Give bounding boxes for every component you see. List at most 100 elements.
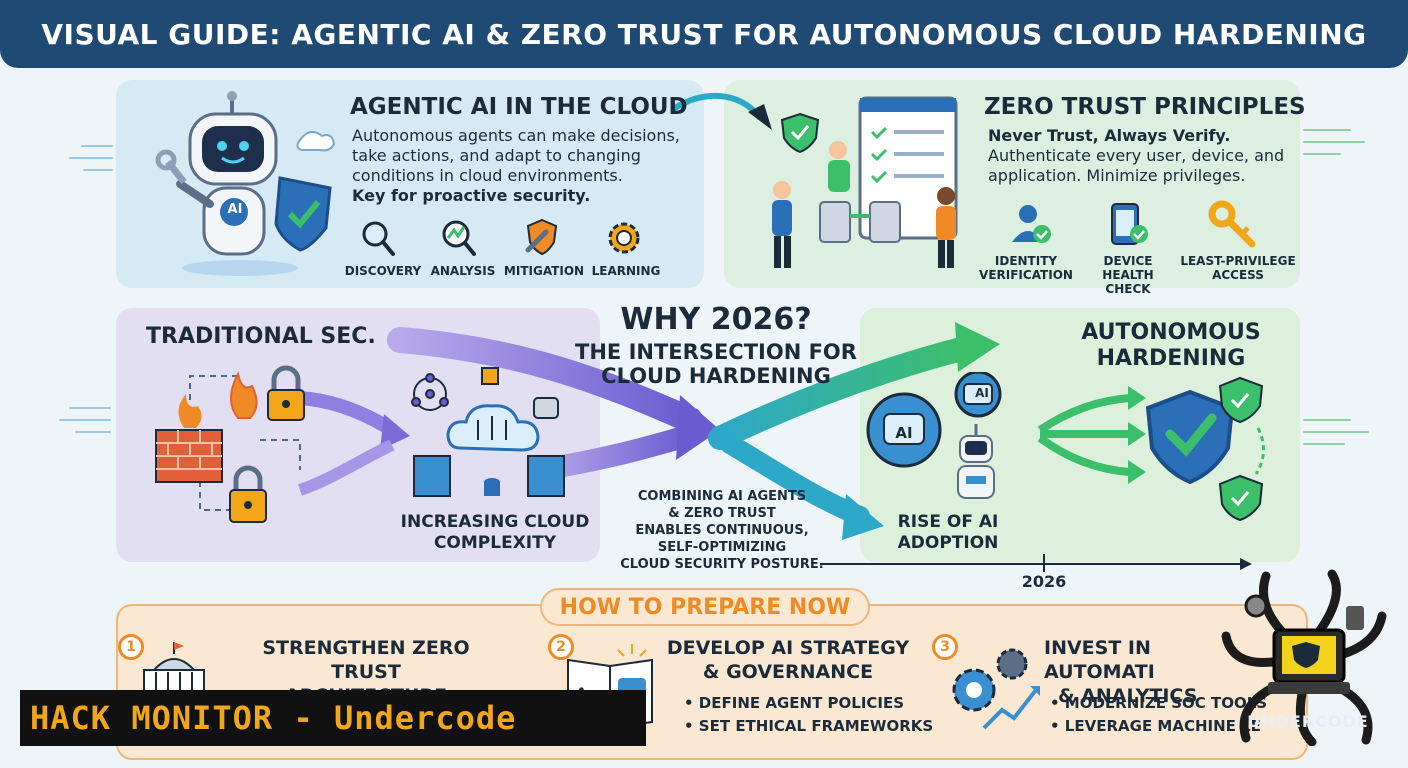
step-2-bullets: • DEFINE AGENT POLICIES • SET ETHICAL FR… (684, 692, 933, 738)
learning-icon (608, 222, 640, 254)
traditional-heading: TRADITIONAL SEC. (146, 324, 376, 349)
shield-icon-top (1218, 376, 1264, 424)
zero-trust-description: Never Trust, Always Verify. Authenticate… (988, 126, 1284, 186)
combine-line-1: COMBINING AI AGENTS (637, 489, 807, 504)
cloud-caption-line-2: COMPLEXITY (433, 533, 557, 553)
zero-trust-heading: ZERO TRUST PRINCIPLES (984, 94, 1306, 120)
flame-icon (230, 371, 258, 419)
combine-statement: COMBINING AI AGENTS & ZERO TRUST ENABLES… (602, 488, 842, 573)
item-least-privilege-access: LEAST-PRIVILEGE ACCESS (1180, 254, 1296, 282)
intersection-subtitle: THE INTERSECTION FOR CLOUD HARDENING (566, 340, 866, 388)
step-3-bullet-1: • MODERNIZE SOC TOOLS (1050, 694, 1268, 712)
step-2-badge: 2 (548, 634, 574, 660)
item-identity-line-1: IDENTITY (994, 254, 1058, 268)
rise-line-1: RISE OF AI (897, 512, 999, 532)
agentic-line-3: conditions in cloud environments. (352, 166, 623, 185)
item-least-privilege-line-2: ACCESS (1212, 268, 1264, 282)
step-2-title-line-2: & GOVERNANCE (702, 661, 874, 683)
zero-trust-illustration (772, 96, 958, 268)
zero-trust-panel (724, 80, 1300, 288)
step-3-title: INVEST IN AUTOMATI & ANALYTICS (1044, 636, 1244, 708)
speed-lines-left (59, 145, 113, 433)
key-icon (1208, 200, 1256, 248)
autonomous-heading-line-2: HARDENING (1096, 346, 1246, 371)
agentic-emphasis: Key for proactive security. (352, 186, 591, 205)
zero-trust-line-2: application. Minimize privileges. (988, 166, 1246, 185)
title-bar: VISUAL GUIDE: AGENTIC AI & ZERO TRUST FO… (0, 0, 1408, 68)
network-icon (411, 373, 449, 411)
timeline-year: 2026 (1021, 572, 1067, 591)
step-2-bullet-2: • SET ETHICAL FRAMEWORKS (684, 717, 934, 735)
agentic-line-2: take actions, and adapt to changing (352, 146, 641, 165)
brain-icon-small (954, 372, 1002, 418)
cloud-caption-line-1: INCREASING CLOUD (400, 512, 590, 532)
brain-icon-large (866, 392, 942, 468)
shield-cluster-illustration (1145, 376, 1265, 522)
ai-label-small: AI (975, 386, 989, 400)
rise-of-ai-caption: RISE OF AI ADOPTION (892, 512, 1004, 554)
prepare-heading-pill: HOW TO PREPARE NOW (540, 588, 870, 626)
undercode-logo-text: UNDERCODE (1247, 712, 1369, 731)
robot-small-icon (957, 424, 995, 499)
intersection-line-1: THE INTERSECTION FOR (575, 340, 857, 364)
capitol-building-icon (143, 642, 205, 692)
step-discovery: DISCOVERY (344, 264, 422, 278)
item-least-privilege-line-1: LEAST-PRIVILEGE (1180, 254, 1296, 268)
analysis-icon (442, 220, 476, 256)
undercode-octopus-logo (1221, 569, 1387, 746)
item-identity-line-2: VERIFICATION (979, 268, 1073, 282)
intersection-line-2: CLOUD HARDENING (601, 364, 831, 388)
shield-icon-main (1145, 389, 1235, 485)
hack-monitor-watermark: HACK MONITOR - Undercode (20, 690, 646, 746)
padlock-icon-top (267, 365, 305, 421)
step-3-badge: 3 (932, 634, 958, 660)
cloud-complexity-caption: INCREASING CLOUD COMPLEXITY (392, 512, 598, 554)
step-1-title-line-1: STRENGTHEN ZERO TRUST (262, 637, 470, 683)
padlock-icon-bottom (229, 465, 267, 523)
gears-growth-icon (952, 648, 1040, 730)
identity-verification-icon (1012, 205, 1051, 243)
item-device-line-2: CHECK (1105, 282, 1151, 296)
ai-label-large: AI (895, 424, 913, 442)
step-3-bullet-2: • LEVERAGE MACHINE LE (1050, 717, 1261, 735)
agentic-description: Autonomous agents can make decisions, ta… (352, 126, 680, 206)
step-2-bullet-1: • DEFINE AGENT POLICIES (684, 694, 905, 712)
step-3-title-line-2: & ANALYTICS (1058, 685, 1198, 707)
cloud-complexity-illustration (411, 367, 565, 497)
step-analysis: ANALYSIS (430, 264, 496, 278)
firewall-icon (155, 394, 223, 483)
step-3-title-line-1: INVEST IN AUTOMATI (1044, 637, 1155, 683)
agentic-line-1: Autonomous agents can make decisions, (352, 126, 680, 145)
device-health-icon (1111, 203, 1148, 245)
zero-trust-line-1: Authenticate every user, device, and (988, 146, 1285, 165)
step-mitigation: MITIGATION (503, 264, 585, 278)
agentic-heading: AGENTIC AI IN THE CLOUD (350, 94, 688, 120)
combine-line-4: SELF-OPTIMIZING (657, 540, 787, 555)
item-device-health-check: DEVICE HEALTH CHECK (1076, 254, 1180, 296)
watermark-text: HACK MONITOR - Undercode (30, 699, 517, 737)
item-device-line-1: DEVICE HEALTH (1102, 254, 1154, 282)
step-2-title-line-1: DEVELOP AI STRATEGY (666, 637, 910, 659)
combine-line-2: & ZERO TRUST (668, 506, 776, 521)
why-2026-heading: WHY 2026? (620, 302, 812, 337)
autonomous-heading-line-1: AUTONOMOUS (1081, 320, 1261, 345)
step-2-title: DEVELOP AI STRATEGY & GOVERNANCE (660, 636, 916, 684)
combine-line-5: CLOUD SECURITY POSTURE. (620, 557, 824, 572)
robot-ai-label: AI (227, 202, 243, 217)
item-identity-verification: IDENTITY VERIFICATION (976, 254, 1076, 282)
rise-line-2: ADOPTION (897, 533, 999, 553)
traditional-illustration (155, 365, 305, 523)
page-title: VISUAL GUIDE: AGENTIC AI & ZERO TRUST FO… (41, 17, 1367, 51)
step-learning: LEARNING (591, 264, 661, 278)
shield-icon-bottom (1218, 474, 1264, 522)
mitigation-icon (525, 218, 558, 256)
ai-brains-illustration (866, 372, 1002, 499)
robot-illustration (155, 91, 336, 276)
autonomous-heading: AUTONOMOUS HARDENING (1056, 320, 1286, 372)
step-1-badge: 1 (118, 634, 144, 660)
step-3-bullets: • MODERNIZE SOC TOOLS • LEVERAGE MACHINE… (1050, 692, 1267, 738)
prepare-heading: HOW TO PREPARE NOW (559, 594, 851, 620)
speed-lines-right (1303, 129, 1369, 445)
discovery-icon (362, 221, 395, 256)
